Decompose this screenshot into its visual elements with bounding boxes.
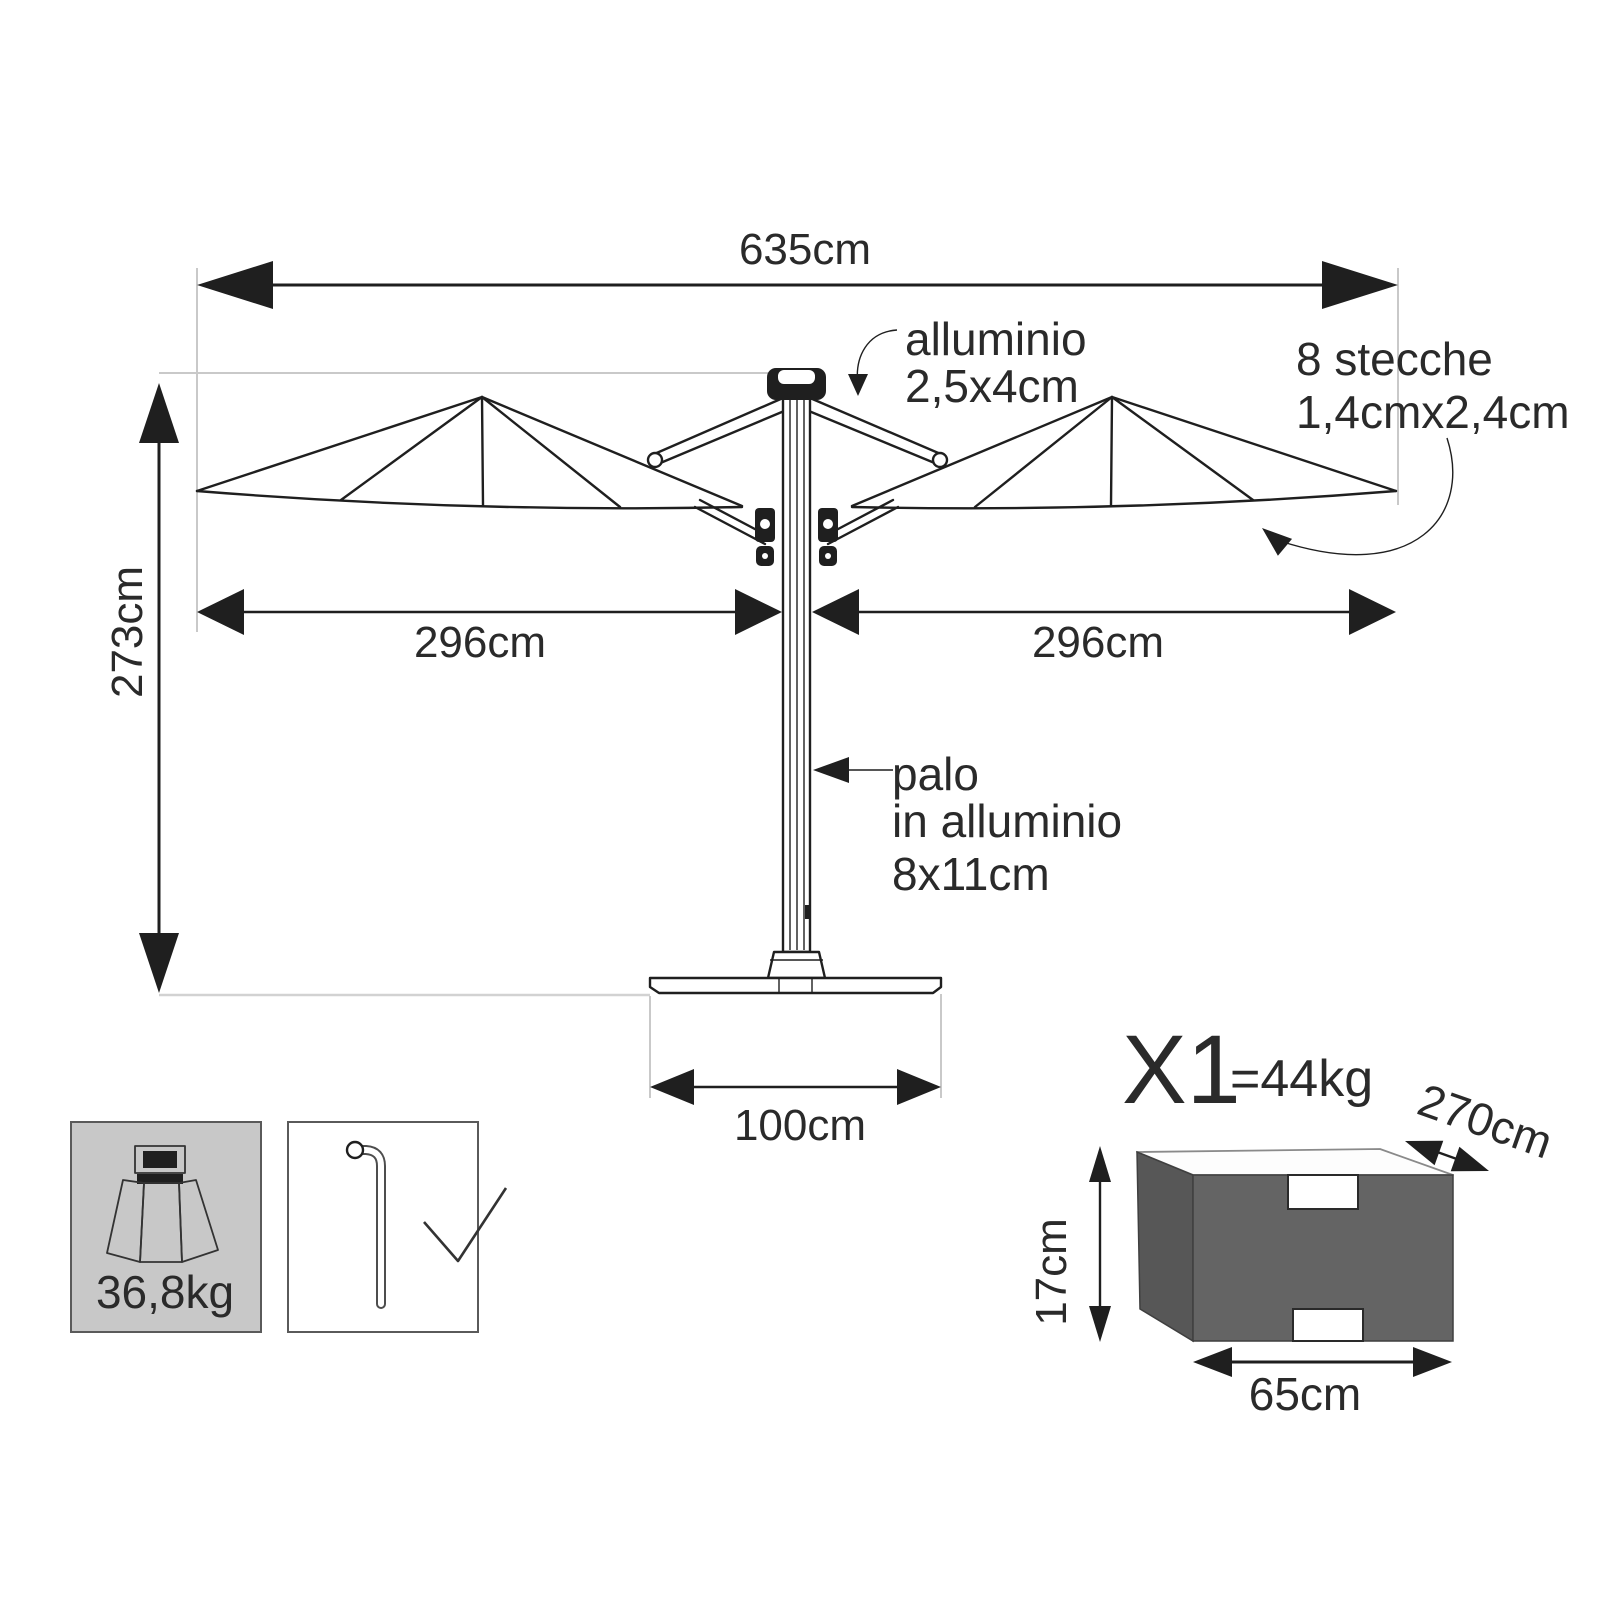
annotation-ribs: 8 stecche 1,4cmx2,4cm: [1262, 333, 1570, 556]
extension-lines: [159, 268, 1399, 1098]
support-arms: [646, 396, 949, 546]
package-weight: =44kg: [1230, 1050, 1373, 1108]
arm-pivot-left: [646, 451, 664, 469]
arrow-left-icon: [1193, 1347, 1232, 1377]
package-box: [1136, 1148, 1454, 1343]
package-quantity: X1: [1122, 1015, 1241, 1124]
arrow-left-icon: [197, 589, 244, 635]
annotation-arm: alluminio 2,5x4cm: [848, 313, 1087, 412]
arrow-down-right-icon: [1450, 1146, 1489, 1172]
allen-key-icon: [345, 1140, 386, 1309]
annotation-arm-line1: alluminio: [905, 313, 1087, 365]
annotation-pole-line2: in alluminio: [892, 795, 1122, 847]
umbrella-base-icon: [106, 1145, 219, 1263]
arrow-right-icon: [735, 589, 782, 635]
dim-package-height-label: 17cm: [1027, 1218, 1076, 1326]
arrow-left-icon: [650, 1069, 694, 1105]
package-figure: X1 =44kg 270cm 17cm 65cm: [1027, 1015, 1559, 1420]
umbrella-drawing: [195, 368, 1398, 995]
arrow-down-icon: [848, 374, 868, 396]
annotation-pole: palo in alluminio 8x11cm: [813, 748, 1122, 900]
dim-left-canopy-label: 296cm: [414, 618, 546, 667]
pole-button: [805, 905, 810, 919]
arrow-left-icon: [197, 261, 273, 309]
dim-right-canopy-label: 296cm: [1032, 618, 1164, 667]
dim-total-width-label: 635cm: [739, 225, 871, 274]
arrow-left-icon: [813, 757, 849, 783]
dim-package-height: 17cm: [1027, 1146, 1111, 1342]
dim-right-canopy: 296cm: [812, 589, 1396, 667]
dim-height: 273cm: [103, 383, 179, 993]
dim-height-label: 273cm: [103, 566, 152, 698]
base-plate: [648, 976, 943, 995]
base-weight-panel: 36,8kg: [70, 1121, 262, 1333]
dim-base-width: 100cm: [650, 1069, 941, 1150]
hub-hardware: [755, 508, 838, 566]
arrow-up-left-icon: [1405, 1140, 1444, 1166]
annotation-pole-line3: 8x11cm: [892, 848, 1050, 900]
checkmark-icon: [423, 1187, 508, 1263]
annotation-ribs-line1: 8 stecche: [1296, 333, 1493, 385]
dim-base-width-label: 100cm: [734, 1101, 866, 1150]
annotation-arm-line2: 2,5x4cm: [905, 360, 1079, 412]
arrow-left-icon: [812, 589, 859, 635]
arrow-right-icon: [1349, 589, 1396, 635]
arrow-down-icon: [1089, 1306, 1111, 1342]
dim-package-width-label: 65cm: [1249, 1368, 1361, 1420]
dim-total-width: 635cm: [197, 225, 1398, 309]
arrow-up-icon: [1089, 1146, 1111, 1182]
arm-pivot-right: [931, 451, 949, 469]
dim-package-width: 65cm: [1193, 1347, 1452, 1420]
arrow-right-icon: [897, 1069, 941, 1105]
package-label-top: [1287, 1174, 1359, 1210]
arrow-right-icon: [1322, 261, 1398, 309]
dim-left-canopy: 296cm: [197, 589, 782, 667]
package-label-bottom: [1292, 1308, 1364, 1342]
left-canopy: [195, 395, 744, 510]
arrow-up-icon: [139, 383, 179, 443]
arrow-right-icon: [1413, 1347, 1452, 1377]
right-canopy: [850, 395, 1398, 510]
arrow-down-icon: [139, 933, 179, 993]
annotation-ribs-line2: 1,4cmx2,4cm: [1296, 386, 1570, 438]
arrow-up-left-icon: [1262, 528, 1293, 556]
pole: [781, 393, 812, 954]
base-weight-label: 36,8kg: [96, 1266, 234, 1318]
annotation-pole-line1: palo: [892, 748, 979, 800]
pole-cap: [767, 368, 826, 400]
base: [648, 950, 943, 995]
allen-key-panel: [287, 1121, 508, 1333]
